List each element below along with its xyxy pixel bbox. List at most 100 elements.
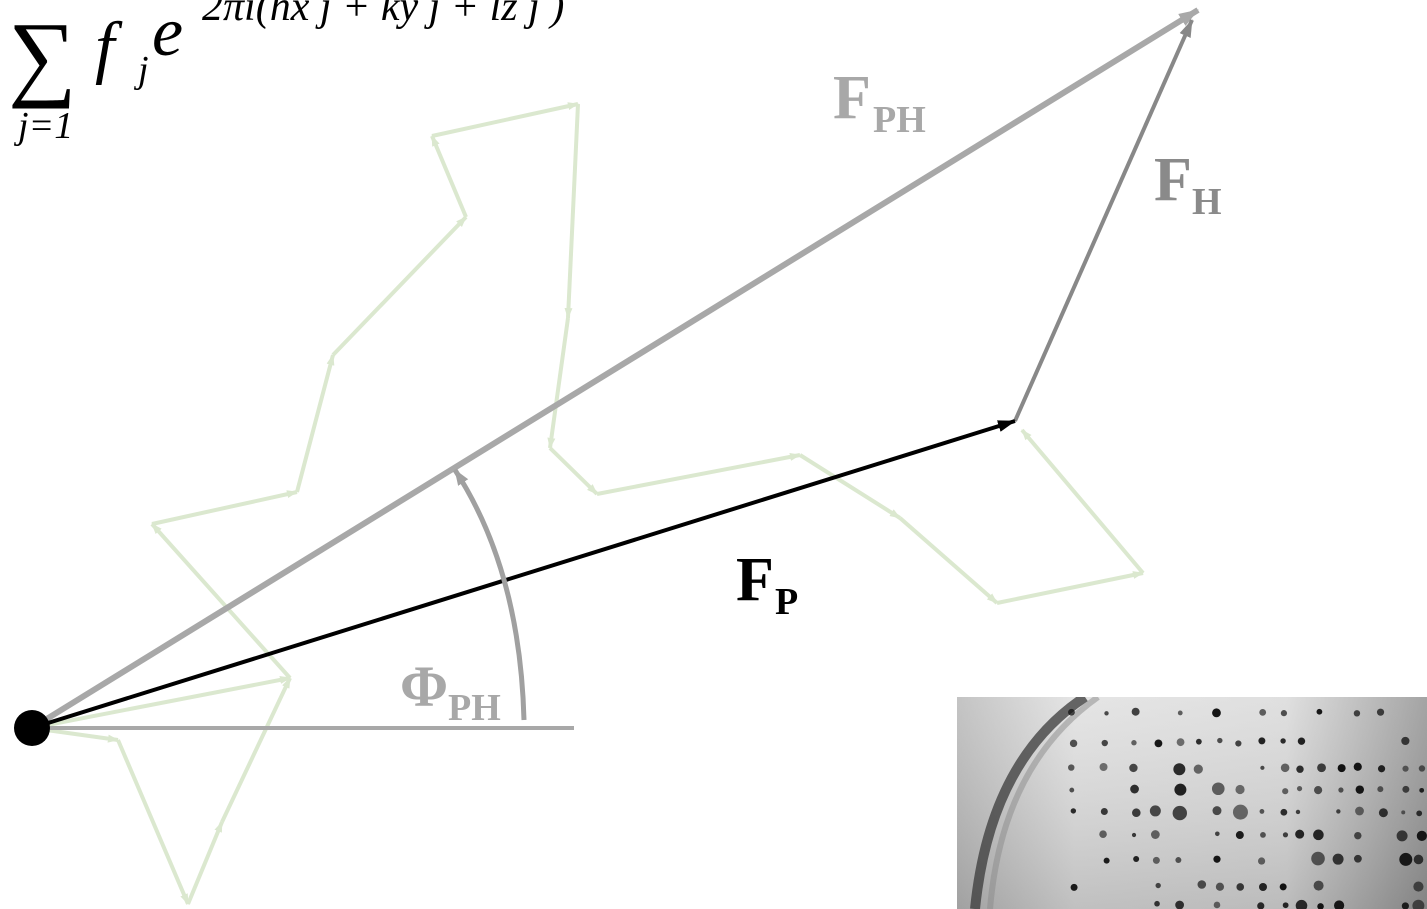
atomic-vector-segment bbox=[596, 452, 801, 496]
atomic-vector-segment bbox=[547, 317, 570, 449]
diffraction-spot bbox=[1317, 763, 1326, 773]
diffraction-spot bbox=[1260, 765, 1265, 770]
fp-label-main: F bbox=[736, 546, 774, 614]
diffraction-spot bbox=[1172, 805, 1187, 821]
diffraction-spot bbox=[1337, 764, 1346, 773]
diffraction-spot bbox=[1215, 882, 1225, 891]
diffraction-spot bbox=[1068, 708, 1075, 716]
diffraction-spot bbox=[1259, 809, 1265, 814]
diffraction-spot bbox=[1402, 785, 1410, 793]
atomic-vector-segment bbox=[295, 354, 335, 493]
formula-f-subscript: j bbox=[133, 49, 149, 91]
summation-symbol: ∑ bbox=[8, 2, 76, 109]
diffraction-spot bbox=[1282, 788, 1289, 795]
diffraction-spot bbox=[1212, 708, 1221, 718]
atomic-vector-segment bbox=[1020, 428, 1145, 575]
diffraction-spot bbox=[1099, 762, 1108, 771]
diffraction-spot bbox=[1419, 787, 1425, 793]
diffraction-spot bbox=[1353, 854, 1362, 863]
atomic-vector-segment bbox=[430, 135, 468, 218]
diffraction-spot bbox=[1260, 831, 1266, 838]
diffraction-spot bbox=[1401, 810, 1406, 815]
diffraction-spot bbox=[1295, 829, 1305, 839]
diffraction-spot bbox=[1103, 857, 1110, 864]
diffraction-spot bbox=[1174, 783, 1187, 796]
diffraction-spot bbox=[1282, 902, 1289, 909]
diffraction-spot bbox=[1279, 883, 1287, 891]
diffraction-spot bbox=[1131, 707, 1140, 716]
diffraction-spot bbox=[1257, 902, 1265, 909]
atomic-vector-segment bbox=[186, 821, 224, 905]
diffraction-spot bbox=[1104, 711, 1109, 716]
fph-vector bbox=[30, 7, 1200, 731]
diffraction-spot bbox=[1295, 809, 1301, 815]
diffraction-spot bbox=[1195, 738, 1202, 745]
diffraction-spot bbox=[1193, 764, 1203, 774]
diffraction-spot bbox=[1212, 806, 1222, 816]
diffraction-spot bbox=[1296, 765, 1304, 773]
diffraction-spot bbox=[1155, 882, 1161, 889]
diffraction-spot bbox=[1069, 739, 1078, 748]
diffraction-spot bbox=[1213, 855, 1221, 863]
diffraction-spot bbox=[1282, 832, 1289, 838]
diffraction-spot bbox=[1133, 856, 1140, 863]
diffraction-spot bbox=[1332, 853, 1344, 865]
diffraction-spot bbox=[1295, 899, 1308, 909]
diffraction-spot bbox=[1280, 710, 1288, 717]
fph-label-main: F bbox=[833, 64, 871, 132]
atomic-vector-segment bbox=[431, 102, 579, 138]
diffraction-spot bbox=[1215, 831, 1220, 837]
diffraction-spot bbox=[1152, 856, 1160, 864]
diffraction-spot bbox=[1354, 831, 1362, 840]
formula-f: f bbox=[95, 9, 123, 86]
diffraction-spot bbox=[1235, 831, 1244, 840]
diffraction-spot bbox=[1338, 787, 1344, 793]
diffraction-spot bbox=[1413, 854, 1424, 865]
diffraction-spot bbox=[1197, 880, 1207, 889]
atomic-vector-path bbox=[31, 102, 1145, 905]
diffraction-spot bbox=[1213, 901, 1221, 909]
diffraction-spot bbox=[1280, 808, 1288, 816]
phase-label-main: Φ bbox=[400, 654, 448, 719]
diffraction-spot bbox=[1235, 784, 1245, 795]
diffraction-pattern-photo bbox=[957, 697, 1427, 909]
diffraction-spot bbox=[1176, 738, 1185, 747]
diffraction-spot bbox=[1259, 708, 1267, 716]
atomic-vector-segment bbox=[996, 571, 1144, 605]
diffraction-spot bbox=[1131, 740, 1137, 746]
diffraction-spot bbox=[1334, 900, 1345, 909]
diffraction-spot bbox=[1236, 883, 1245, 891]
diffraction-spot bbox=[1401, 736, 1410, 746]
diffraction-spot bbox=[1258, 737, 1266, 745]
diffraction-spot bbox=[1175, 900, 1185, 909]
summation-lower-limit: j=1 bbox=[13, 105, 73, 147]
fp-label: F P bbox=[736, 546, 798, 623]
diffraction-spot bbox=[1070, 808, 1077, 814]
diffraction-spot bbox=[1297, 737, 1306, 745]
diffraction-spot bbox=[1100, 808, 1108, 816]
diffraction-spot bbox=[1376, 708, 1385, 716]
diffraction-spot bbox=[1377, 765, 1386, 773]
diffraction-spot bbox=[1418, 765, 1426, 772]
atomic-vector-segment bbox=[220, 677, 292, 823]
diffraction-spot bbox=[1099, 830, 1107, 839]
diffraction-spot bbox=[1068, 764, 1075, 771]
diffraction-spot bbox=[1317, 903, 1324, 909]
diffraction-spot bbox=[1235, 740, 1242, 747]
diffraction-spot bbox=[1413, 881, 1424, 892]
diffraction-spot bbox=[1259, 883, 1268, 892]
diffraction-spot bbox=[1217, 737, 1223, 744]
diffraction-spot bbox=[1377, 786, 1384, 793]
diffraction-spot bbox=[1173, 763, 1186, 776]
diffraction-spot bbox=[1130, 784, 1139, 794]
fh-label: F H bbox=[1154, 146, 1222, 223]
diffraction-spot bbox=[1355, 806, 1364, 816]
diffraction-spot bbox=[1399, 852, 1413, 866]
diffraction-spot bbox=[1280, 763, 1290, 773]
atomic-vector-segment bbox=[548, 446, 599, 496]
diffraction-spot bbox=[1069, 787, 1075, 793]
fp-vector bbox=[31, 419, 1016, 730]
diffraction-spot bbox=[1313, 829, 1324, 841]
diffraction-spot bbox=[1355, 785, 1364, 794]
atomic-vector-segment bbox=[798, 453, 902, 520]
